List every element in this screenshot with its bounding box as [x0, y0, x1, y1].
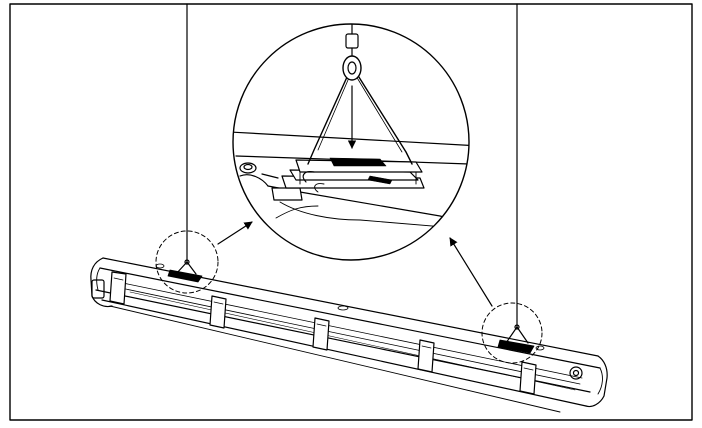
- hanger-right: [497, 324, 535, 354]
- mounting-clip: [519, 361, 537, 395]
- cable-gland-icon: [569, 366, 583, 380]
- detail-strap-left: [307, 65, 353, 165]
- detail-housing-top: [233, 131, 469, 147]
- hanger-right-bracket: [497, 339, 535, 354]
- detail-clip-hook-lower: [314, 183, 325, 193]
- mounting-hole-icon: [337, 305, 349, 311]
- fixture-channel-line-3: [129, 291, 576, 391]
- hanger-left: [167, 259, 203, 283]
- detail-lens-curve: [275, 205, 319, 219]
- fixture-bottom-line: [109, 305, 561, 413]
- light-fixture: [90, 257, 608, 413]
- detail-housing-curve: [239, 174, 269, 187]
- diagram-frame: [9, 3, 693, 421]
- mounting-clip: [417, 339, 435, 373]
- callout-arrow-right: [449, 237, 493, 307]
- detail-housing-step: [261, 173, 279, 179]
- detail-lens-edge: [279, 201, 469, 231]
- callout-arrow-left: [217, 221, 253, 245]
- end-cap-left-inner: [96, 267, 101, 291]
- mounting-clip: [312, 317, 330, 351]
- detail-clip-hook: [302, 171, 315, 183]
- detail-eyelet-hole-icon: [347, 61, 357, 75]
- hanger-right-strap-a: [505, 326, 518, 344]
- detail-strap-left-inner: [317, 65, 355, 151]
- mounting-clip-detail: [523, 367, 534, 371]
- detail-screw-head-icon: [243, 163, 253, 171]
- end-cap-left: [90, 257, 113, 308]
- mounting-clip-detail: [213, 301, 224, 305]
- hanger-right-ring-icon: [514, 324, 520, 330]
- end-cap-right: [585, 355, 608, 408]
- cable-gland-inner-icon: [572, 369, 580, 377]
- detail-clip-base: [271, 187, 303, 201]
- hanger-left-bracket: [167, 269, 203, 283]
- fixture-channel-line-1: [117, 281, 583, 379]
- hanger-left-ring-icon: [184, 259, 190, 265]
- detail-strap-right-inner: [349, 65, 403, 153]
- highlight-circle-left: [155, 230, 219, 294]
- fixture-lens-lower: [101, 299, 587, 407]
- detail-hanger-legs: [299, 171, 417, 185]
- mounting-clip-detail: [316, 323, 327, 327]
- fixture-channel-line-2: [115, 286, 581, 385]
- mounting-hole-icon: [155, 263, 165, 269]
- mounting-clip: [109, 271, 127, 305]
- highlight-circle-right: [481, 302, 543, 364]
- mounting-clips: [109, 271, 537, 395]
- end-cap-left-latch: [91, 279, 105, 299]
- end-cap-right-inner: [597, 367, 603, 395]
- mounting-clip-detail: [421, 345, 432, 349]
- mounting-hole-icon: [535, 345, 545, 351]
- detail-hanger-slot: [329, 157, 387, 167]
- mounting-clip: [209, 295, 227, 329]
- detail-cable-ferrule: [345, 33, 359, 49]
- fixture-top-ridge: [99, 267, 601, 369]
- detail-clip-teeth: [367, 175, 393, 185]
- hanger-right-strap-b: [516, 326, 529, 344]
- mounting-clip-detail: [113, 277, 124, 281]
- detail-magnifier: [232, 23, 470, 261]
- detail-eyelet-icon: [342, 55, 362, 81]
- detail-screw-icon: [239, 162, 257, 174]
- detail-strap-right: [351, 65, 413, 165]
